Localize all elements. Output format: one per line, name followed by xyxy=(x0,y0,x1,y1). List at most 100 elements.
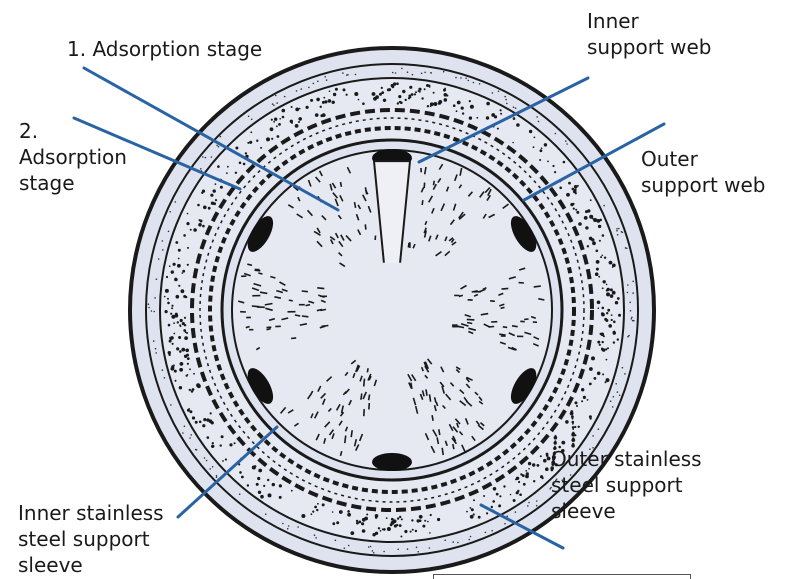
granule-dot xyxy=(617,234,619,236)
granule-dot xyxy=(437,518,440,521)
granule-dot xyxy=(412,529,414,531)
granule-dot xyxy=(602,341,604,343)
label-line: Inner stainless xyxy=(18,500,164,526)
granule-dot xyxy=(483,495,485,497)
granule-dot xyxy=(473,82,475,84)
granule-dot xyxy=(606,292,610,296)
granule-dot xyxy=(554,171,556,173)
granule-dot xyxy=(601,348,604,351)
granule-dot xyxy=(578,426,580,428)
granule-dot xyxy=(589,383,592,386)
granule-dot xyxy=(186,354,189,357)
granule-dot xyxy=(169,265,171,267)
granule-dot xyxy=(362,518,366,522)
granule-dot xyxy=(492,92,494,94)
granule-dot xyxy=(404,530,407,533)
granule-dot xyxy=(282,116,285,119)
granule-dot xyxy=(180,319,183,322)
granule-dot xyxy=(518,481,520,483)
granule-dot xyxy=(429,532,431,534)
granule-dot xyxy=(626,248,628,250)
granule-dot xyxy=(216,475,218,477)
granule-dot xyxy=(182,272,184,274)
granule-dot xyxy=(234,442,236,444)
granule-dot xyxy=(271,119,273,121)
granule-dot xyxy=(399,524,402,527)
granule-dot xyxy=(533,480,535,482)
granule-dot xyxy=(498,91,500,93)
granule-dot xyxy=(373,552,375,554)
granule-dot xyxy=(513,499,516,502)
granule-dot xyxy=(382,528,384,530)
granule-dot xyxy=(181,289,185,293)
fiber-dash xyxy=(422,200,423,205)
granule-dot xyxy=(469,116,472,119)
granule-dot xyxy=(297,526,299,528)
granule-dot xyxy=(175,313,178,316)
granule-dot xyxy=(282,523,284,525)
granule-dot xyxy=(618,314,621,317)
granule-dot xyxy=(492,500,495,503)
granule-dot xyxy=(516,477,519,480)
fiber-dash xyxy=(258,273,262,274)
granule-dot xyxy=(596,260,600,264)
granule-dot xyxy=(606,359,608,361)
granule-dot xyxy=(479,83,481,85)
label-line: stage xyxy=(19,170,127,196)
granule-dot xyxy=(414,93,416,95)
granule-dot xyxy=(573,208,575,210)
granule-dot xyxy=(203,418,206,421)
granule-dot xyxy=(383,99,386,102)
granule-dot xyxy=(412,74,414,76)
granule-dot xyxy=(592,435,594,437)
granule-dot xyxy=(619,395,621,397)
granule-dot xyxy=(572,188,575,191)
fiber-dash xyxy=(302,316,309,317)
granule-dot xyxy=(199,219,201,221)
fiber-dash xyxy=(512,326,518,327)
granule-dot xyxy=(470,507,472,509)
granule-dot xyxy=(215,199,217,201)
granule-dot xyxy=(587,209,590,212)
granule-dot xyxy=(347,510,350,513)
granule-dot xyxy=(170,404,172,406)
label-line: Outer xyxy=(641,146,766,172)
granule-dot xyxy=(268,493,272,497)
granule-dot xyxy=(571,438,575,442)
granule-dot xyxy=(204,457,206,459)
granule-dot xyxy=(572,203,574,205)
granule-dot xyxy=(333,93,336,96)
granule-dot xyxy=(239,471,242,474)
granule-dot xyxy=(581,400,583,402)
granule-dot xyxy=(342,72,344,74)
granule-dot xyxy=(315,537,317,539)
granule-dot xyxy=(595,272,599,276)
granule-dot xyxy=(444,93,448,97)
label-adsorption-stage-1: 1. Adsorption stage xyxy=(67,36,262,62)
granule-dot xyxy=(444,98,448,102)
granule-dot xyxy=(171,270,174,273)
granule-dot xyxy=(170,338,172,340)
label-inner-support-web: Inner support web xyxy=(587,8,712,60)
granule-dot xyxy=(171,305,173,307)
granule-dot xyxy=(181,348,185,352)
granule-dot xyxy=(184,317,186,319)
granule-dot xyxy=(610,400,612,402)
granule-dot xyxy=(182,432,184,434)
granule-dot xyxy=(621,231,623,233)
granule-dot xyxy=(416,547,418,549)
granule-dot xyxy=(218,146,220,148)
granule-dot xyxy=(604,257,606,259)
granule-dot xyxy=(395,72,397,74)
granule-dot xyxy=(576,211,579,214)
granule-dot xyxy=(399,101,401,103)
granule-dot xyxy=(409,86,412,89)
granule-dot xyxy=(200,168,202,170)
granule-dot xyxy=(602,234,605,237)
granule-dot xyxy=(164,377,166,379)
granule-dot xyxy=(473,499,475,501)
label-outer-support-web: Outer support web xyxy=(641,146,766,198)
granule-dot xyxy=(187,357,190,360)
granule-dot xyxy=(397,102,399,104)
granule-dot xyxy=(561,441,565,445)
